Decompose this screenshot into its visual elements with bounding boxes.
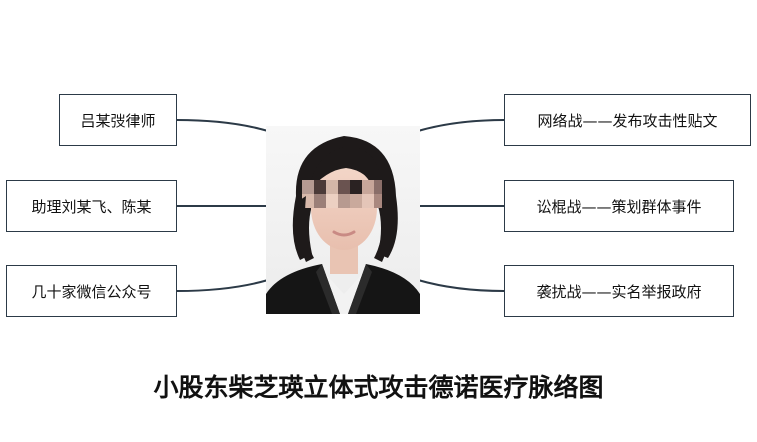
node-label: 吕某弢律师 <box>80 111 156 130</box>
node-wechat-accounts: 几十家微信公众号 <box>6 265 177 317</box>
node-label: 几十家微信公众号 <box>31 282 152 301</box>
node-lawyer: 吕某弢律师 <box>59 94 177 146</box>
connector-left-1 <box>176 119 269 132</box>
node-label: 助理刘某飞、陈某 <box>31 197 152 216</box>
node-label: 袭扰战——实名举报政府 <box>536 282 702 301</box>
portrait-photo <box>266 126 420 314</box>
node-network-war: 网络战——发布攻击性贴文 <box>504 94 751 146</box>
connector-left-3 <box>176 279 269 292</box>
node-harassment-war: 袭扰战——实名举报政府 <box>504 265 734 317</box>
node-label: 网络战——发布攻击性贴文 <box>537 111 718 130</box>
connector-right-3 <box>417 279 505 292</box>
connector-right-1 <box>417 119 505 132</box>
node-litigation-war: 讼棍战——策划群体事件 <box>504 180 734 232</box>
node-assistants: 助理刘某飞、陈某 <box>6 180 177 232</box>
node-label: 讼棍战——策划群体事件 <box>536 197 702 216</box>
diagram-caption: 小股东柴芝瑛立体式攻击德诺医疗脉络图 <box>153 373 604 402</box>
